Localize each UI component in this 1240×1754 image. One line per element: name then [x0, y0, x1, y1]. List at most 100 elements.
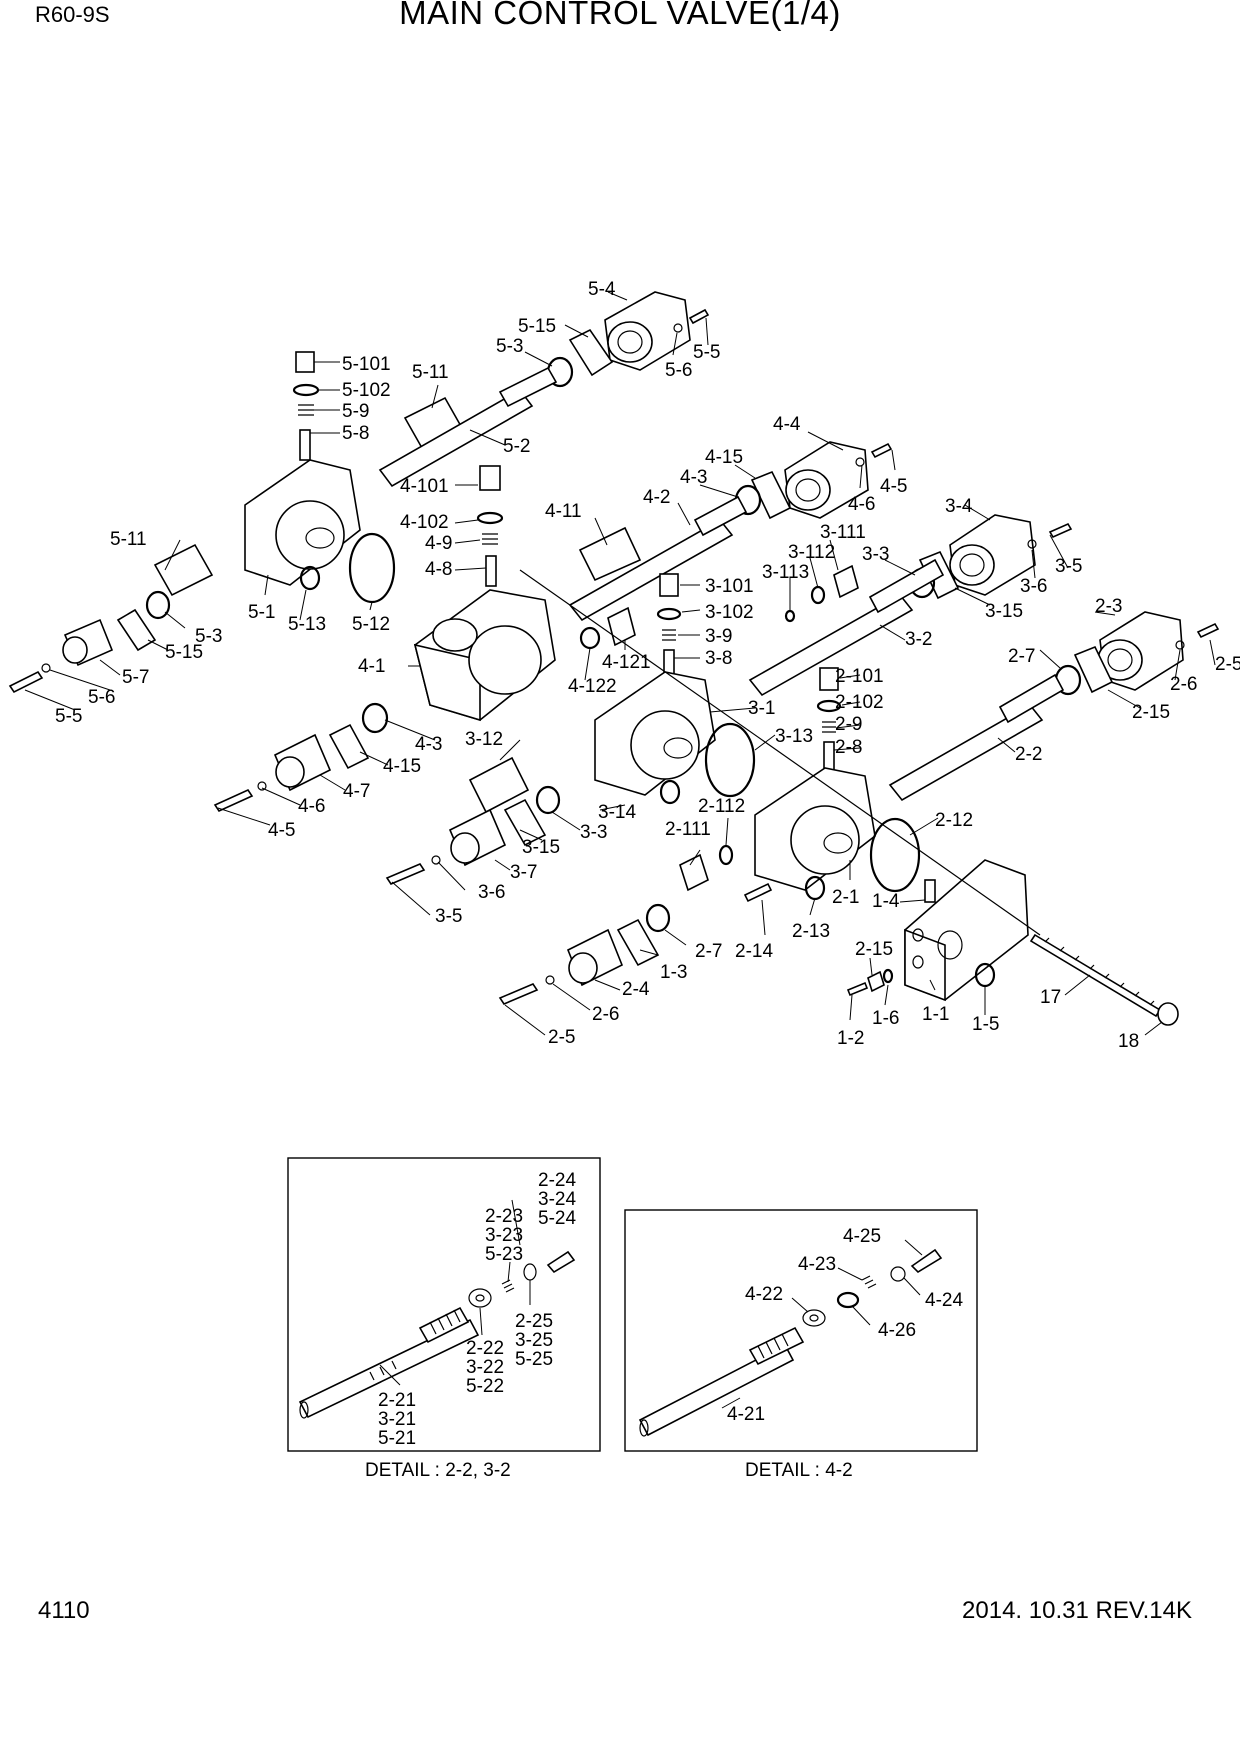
callout-label: 4-102	[400, 512, 449, 533]
callout-label: 3-111	[820, 522, 866, 543]
callout-label: 5-9	[342, 401, 369, 422]
callout-label: 2-7	[695, 941, 722, 962]
callout-label: 1-6	[872, 1008, 899, 1029]
callout-label: 3-13	[775, 726, 813, 747]
detail-caption-2: DETAIL : 4-2	[745, 1460, 853, 1481]
callout-label: 2-6	[1170, 674, 1197, 695]
callout-label: 2-15	[855, 939, 893, 960]
detail-label: 2-21	[378, 1390, 416, 1411]
detail-label: 5-24	[538, 1208, 576, 1229]
callout-label: 5-3	[496, 336, 523, 357]
callout-label: 4-101	[400, 476, 449, 497]
callout-label: 2-9	[835, 714, 862, 735]
callout-label: 4-15	[705, 447, 743, 468]
page-number: 4110	[38, 1597, 90, 1624]
callout-label: 2-7	[1008, 646, 1035, 667]
callout-label: 3-102	[705, 602, 754, 623]
callout-label: 2-15	[1132, 702, 1170, 723]
detail-label: 5-21	[378, 1428, 416, 1449]
detail-label: 4-23	[798, 1254, 836, 1275]
callout-label: 5-1	[248, 602, 275, 623]
callout-label: 3-1	[748, 698, 775, 719]
callout-label: 2-8	[835, 737, 862, 758]
callout-label: 4-121	[602, 652, 651, 673]
detail-label: 2-22	[466, 1338, 504, 1359]
leader-lines	[24, 291, 1216, 1036]
section-2-parts	[498, 611, 1220, 1005]
callout-label: 3-113	[762, 562, 809, 583]
callout-label: 1-2	[837, 1028, 864, 1049]
detail-label: 5-23	[485, 1244, 523, 1265]
callout-label: 2-5	[1215, 654, 1240, 675]
detail-label: 4-25	[843, 1226, 881, 1247]
callout-label: 5-101	[342, 354, 391, 375]
detail-label: 3-23	[485, 1225, 523, 1246]
callout-label: 5-11	[110, 529, 147, 550]
callout-label: 4-122	[568, 676, 617, 697]
callout-label: 4-5	[268, 820, 295, 841]
callout-label: 4-15	[383, 756, 421, 777]
model-number: R60-9S	[35, 2, 110, 27]
callout-label: 2-1	[832, 887, 859, 908]
callout-label: 3-101	[705, 576, 754, 597]
callout-label: 4-5	[880, 476, 907, 497]
callout-label: 2-14	[735, 941, 773, 962]
callout-label: 18	[1118, 1031, 1139, 1052]
callout-label: 3-15	[985, 601, 1023, 622]
callout-label: 3-7	[510, 862, 537, 883]
callout-label: 5-8	[342, 423, 369, 444]
detail-box-spool-2-2-3-2: 2-24 3-24 5-24 2-23 3-23 5-23 2-25 3-25 …	[287, 1157, 601, 1452]
callout-label: 2-102	[835, 692, 884, 713]
callout-label: 2-5	[548, 1027, 575, 1048]
detail-label: 2-24	[538, 1170, 576, 1191]
detail-label: 5-25	[515, 1349, 553, 1370]
callout-label: 2-3	[1095, 596, 1122, 617]
detail-label: 4-22	[745, 1284, 783, 1305]
detail-label: 4-24	[925, 1290, 963, 1311]
callout-label: 2-112	[698, 796, 745, 817]
detail-label: 3-25	[515, 1330, 553, 1351]
callout-label: 2-12	[935, 810, 973, 831]
callout-label: 5-15	[165, 642, 203, 663]
callout-label: 4-6	[848, 494, 875, 515]
callout-label: 5-5	[55, 706, 82, 727]
callout-label: 4-6	[298, 796, 325, 817]
section-5-parts	[8, 291, 710, 694]
detail-label: 2-23	[485, 1206, 523, 1227]
callout-label: 3-5	[435, 906, 462, 927]
callout-label: 4-11	[545, 501, 582, 522]
callout-label: 1-1	[922, 1004, 949, 1025]
callout-label: 1-3	[660, 962, 687, 983]
callout-label: 2-111	[665, 819, 711, 840]
callout-label: 3-6	[1020, 576, 1047, 597]
callout-label: 2-13	[792, 921, 830, 942]
callout-label: 3-3	[580, 822, 607, 843]
detail-label: 4-26	[878, 1320, 916, 1341]
callout-label: 5-7	[122, 667, 149, 688]
callout-label: 3-4	[945, 496, 973, 517]
callout-label: 2-4	[622, 979, 650, 1000]
callout-label: 3-14	[598, 802, 636, 823]
callout-labels: 5-4 5-15 5-3 5-6 5-5 5-101 5-11 5-102 5-…	[55, 279, 1240, 1052]
callout-label: 5-5	[693, 342, 720, 363]
callout-label: 3-3	[862, 544, 889, 565]
callout-label: 4-1	[358, 656, 385, 677]
callout-label: 2-101	[835, 666, 884, 687]
callout-label: 4-9	[425, 533, 452, 554]
callout-label: 1-5	[972, 1014, 999, 1035]
callout-label: 5-6	[665, 360, 692, 381]
callout-label: 4-2	[643, 487, 670, 508]
callout-label: 4-4	[773, 414, 801, 435]
callout-label: 4-7	[343, 781, 370, 802]
callout-label: 5-12	[352, 614, 390, 635]
callout-label: 3-9	[705, 626, 732, 647]
callout-label: 3-12	[465, 729, 503, 750]
section-4-parts	[213, 441, 893, 813]
callout-label: 5-102	[342, 380, 391, 401]
callout-label: 4-3	[415, 734, 442, 755]
callout-label: 5-15	[518, 316, 556, 337]
page-title: MAIN CONTROL VALVE(1/4)	[399, 0, 841, 31]
callout-label: 3-6	[478, 882, 505, 903]
callout-label: 5-6	[88, 687, 115, 708]
